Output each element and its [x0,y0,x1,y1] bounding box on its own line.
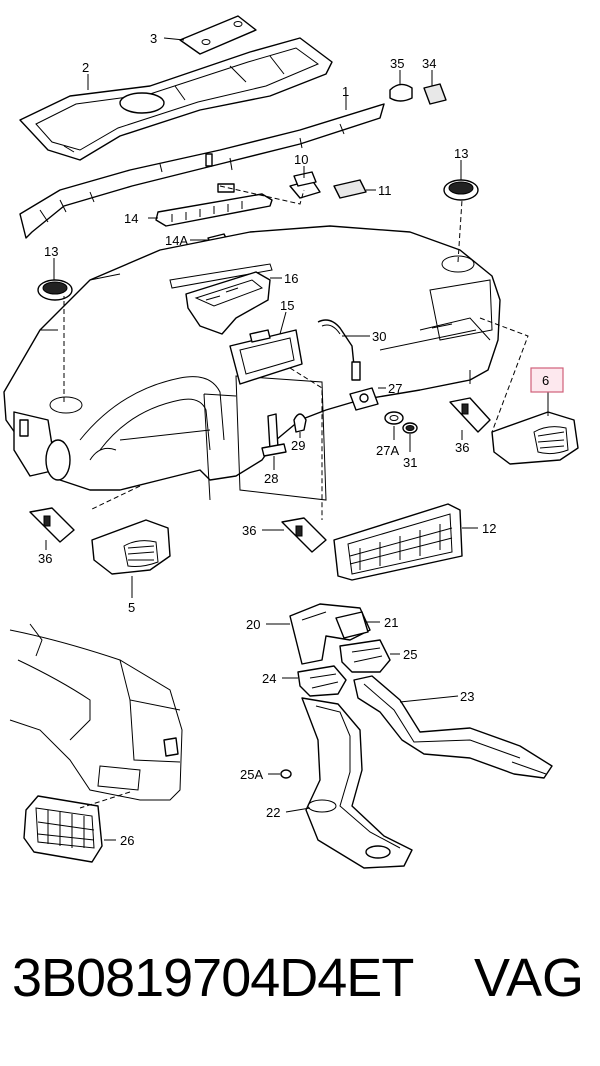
callout-29: 29 [291,438,305,453]
part-12-center-vent [333,503,463,581]
callout-28: 28 [264,471,278,486]
part-25a-clip [280,769,292,779]
part-3-cover-plate [179,15,257,55]
part-36-sensor-center [281,517,327,553]
part-22-lower-duct [301,697,413,869]
callout-15: 15 [280,298,294,313]
callout-14a: 14A [165,233,188,248]
callout-14: 14 [124,211,138,226]
part-36-sensor-left [29,507,75,543]
part-31-ring [402,422,418,434]
callout-27a: 27A [376,443,399,458]
part-10-switch [289,171,321,199]
part-21-duct-piece [335,611,369,639]
callout-31: 31 [403,455,417,470]
part-1-seal-strip [19,103,385,239]
callout-5: 5 [128,600,135,615]
callout-10: 10 [294,152,308,167]
part-28-screw [261,413,287,457]
part-6-right-vent [491,411,579,465]
callout-13-left: 13 [44,244,58,259]
brand-label: VAG [473,948,584,1008]
part-16-center-vent-frame [185,271,271,335]
leader-lines [45,37,549,841]
part-13-round-vent-right [443,179,479,201]
part-34-clip [423,83,447,105]
callout-3: 3 [150,31,157,46]
part-14-bracket [155,183,273,227]
part-2-plenum-cover [19,37,333,161]
callout-11: 11 [378,183,392,198]
part-11-clip [333,179,367,199]
callout-23: 23 [460,689,474,704]
footer: 3B0819704D4ET VAG [0,945,600,1025]
callout-20: 20 [246,617,260,632]
part-30-cable [317,319,361,381]
callout-12: 12 [482,521,496,536]
part-number-label: 3B0819704D4ET [12,948,414,1008]
highlight-box-6 [530,367,564,393]
callout-36-center: 36 [242,523,256,538]
callout-1: 1 [342,84,349,99]
part-36-sensor-right [449,397,491,433]
part-23-long-duct [353,675,553,779]
car-rear-sketch [9,623,183,801]
part-27-bracket [349,387,379,411]
callout-26: 26 [120,833,134,848]
part-29-clip [293,413,307,433]
part-15-vent-frame [229,329,303,385]
callout-22: 22 [266,805,280,820]
part-35-plug [389,83,413,102]
callout-30: 30 [372,329,386,344]
part-13-round-vent-left [37,279,73,301]
callout-25: 25 [403,647,417,662]
callout-16: 16 [284,271,298,286]
part-25-duct-right [339,639,391,673]
callout-36-left: 36 [38,551,52,566]
callout-27: 27 [388,381,402,396]
callout-13-right: 13 [454,146,468,161]
callout-35: 35 [390,56,404,71]
callout-21: 21 [384,615,398,630]
part-27a-washer [384,411,404,425]
callout-34: 34 [422,56,436,71]
callout-24: 24 [262,671,276,686]
part-26-grille [23,795,103,863]
parts-diagram: 3 2 1 35 34 10 11 13 14 14A 13 16 15 30 … [3,15,579,869]
part-24-duct-left [297,665,347,697]
callout-6: 6 [542,373,549,388]
callout-25a: 25A [240,767,263,782]
callout-36-right: 36 [455,440,469,455]
callout-labels: 3 2 1 35 34 10 11 13 14 14A 13 16 15 30 … [38,31,549,848]
part-5-left-vent [91,519,171,575]
callout-2: 2 [82,60,89,75]
